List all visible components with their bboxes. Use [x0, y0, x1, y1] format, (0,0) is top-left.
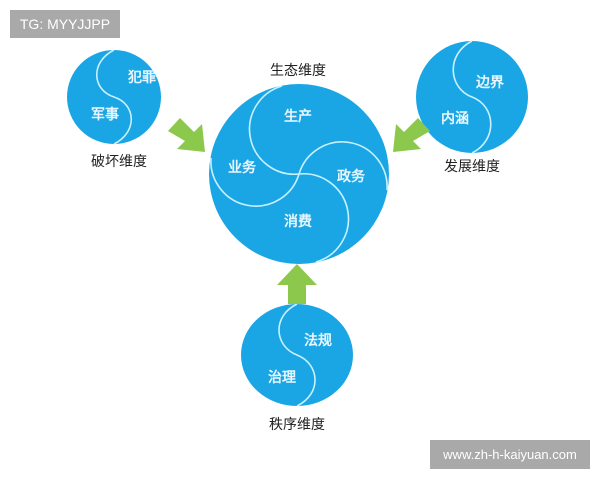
segment-boundary: 边界	[476, 75, 504, 91]
order-title: 秩序维度	[269, 417, 325, 433]
segment-governance: 治理	[268, 370, 296, 386]
development-circle	[416, 40, 528, 154]
ecology-title: 生态维度	[270, 63, 326, 79]
ecology-circle	[209, 84, 389, 264]
destruction-title: 破坏维度	[91, 154, 147, 170]
segment-connotation: 内涵	[441, 111, 469, 127]
segment-production: 生产	[284, 109, 312, 125]
arrow-destruction-to-ecology	[168, 118, 205, 152]
arrow-order-to-ecology	[277, 264, 317, 304]
watermark-telegram: TG: MYYJJPP	[10, 10, 120, 38]
segment-regulation: 法规	[304, 333, 332, 349]
arrow-development-to-ecology	[393, 118, 430, 152]
segment-government: 政务	[337, 169, 365, 185]
segment-military: 军事	[91, 107, 119, 123]
order-circle	[241, 303, 353, 407]
segment-consumption: 消费	[284, 214, 312, 230]
segment-crime: 犯罪	[128, 70, 156, 86]
watermark-website: www.zh-h-kaiyuan.com	[430, 440, 590, 469]
segment-business: 业务	[228, 160, 256, 176]
destruction-circle	[67, 49, 161, 145]
development-title: 发展维度	[444, 159, 500, 175]
